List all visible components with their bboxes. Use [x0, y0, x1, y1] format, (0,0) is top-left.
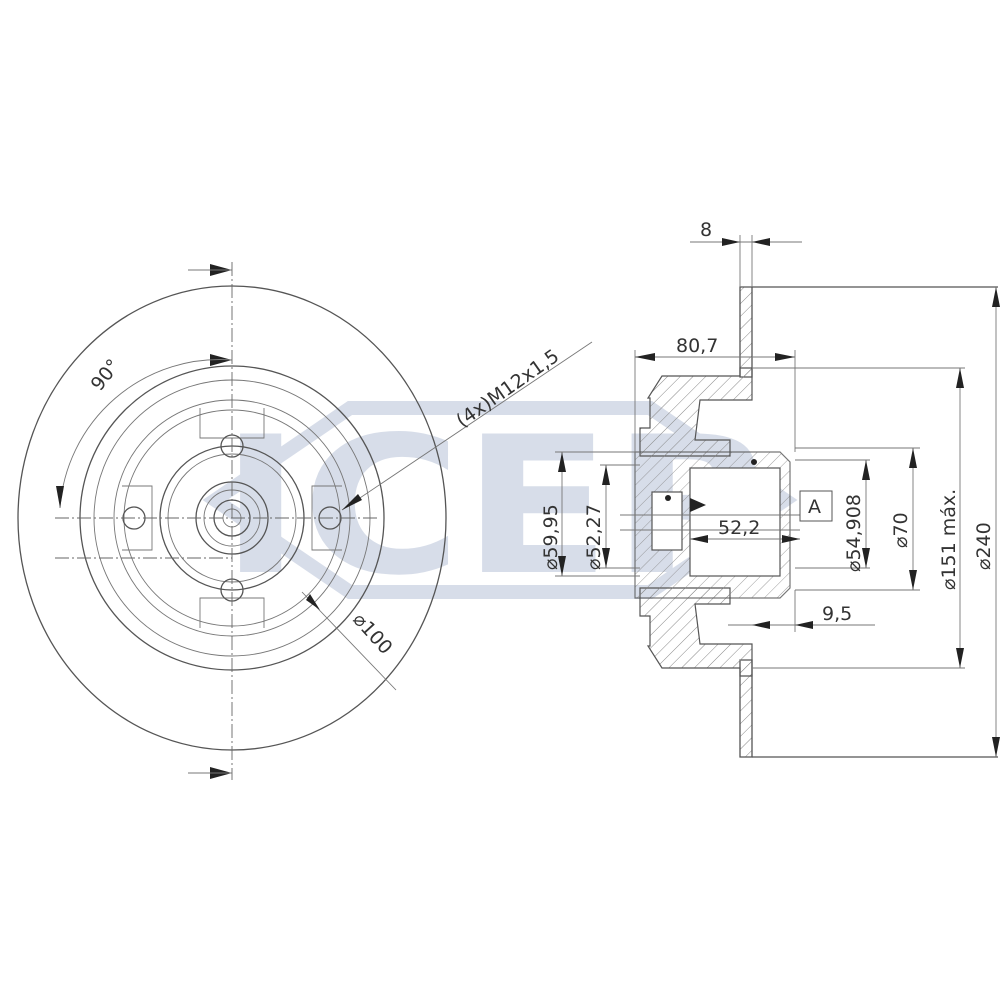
height-label: 80,7	[676, 335, 718, 357]
d6-label: ⌀240	[973, 522, 995, 570]
d3-label: ⌀54,908	[843, 494, 865, 572]
d1-label: ⌀59,95	[540, 504, 562, 570]
d4-label: ⌀70	[890, 512, 912, 548]
offset-label: 9,5	[822, 603, 852, 625]
d2-label: ⌀52,27	[583, 504, 605, 570]
datum-label: A	[808, 496, 821, 518]
depth-label: 52,2	[718, 517, 760, 539]
thickness-label: 8	[700, 219, 712, 241]
d5-label: ⌀151 máx.	[938, 489, 960, 590]
angle-label: 90°	[87, 355, 125, 395]
side-view: 8 80,7 ⌀59,95 ⌀52,27 52,2 A ⌀54,908 ⌀70	[540, 219, 1000, 758]
